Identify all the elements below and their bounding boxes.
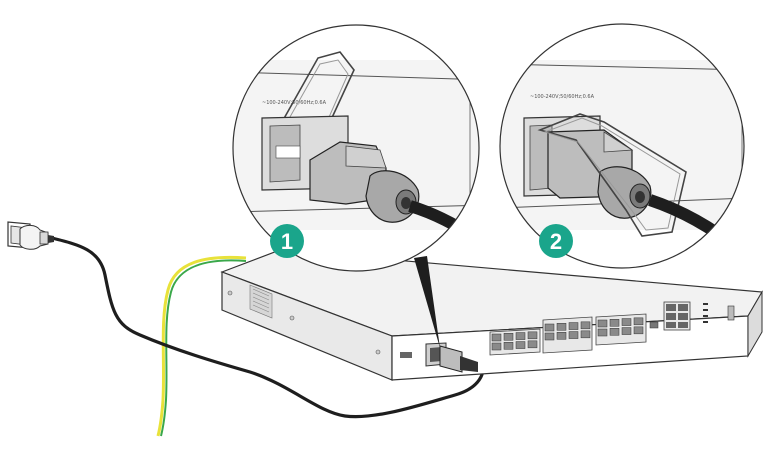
rj45-port [491,342,502,351]
rj45-port [527,331,538,340]
rj45-port [527,340,538,349]
console-port [727,305,735,321]
rating-label-left: ~100-240V;50/60Hz;0.6A [262,100,327,106]
port-block-1 [489,328,541,356]
step-number-2: 2 [550,229,562,254]
screw [227,290,233,296]
rj45-port [503,333,514,341]
port-grid [491,317,644,351]
retainer-clip-icon [281,51,355,125]
callout-circle-right: ~100-240V;50/60Hz;0.6A [499,23,745,269]
rj45-port [515,341,526,349]
rj45-port [503,342,514,350]
rj45-port [568,322,579,330]
network-switch [220,249,763,381]
side-vent [249,284,273,319]
rj45-port [633,317,644,326]
rj45-port [597,319,608,328]
screw [289,315,295,321]
power-cable [50,236,485,419]
status-leds [703,303,708,323]
rj45-port [556,323,567,331]
rj45-port [568,331,579,339]
power-plug-icon [19,224,54,250]
rj45-port [491,333,502,342]
rj45-port [621,318,632,326]
port-block-2 [542,316,593,354]
rj45-port [544,323,555,332]
rj45-port [609,328,620,336]
rj45-port [621,327,632,335]
step-number-1: 1 [281,229,293,254]
rj45-port [597,328,608,337]
rj45-port [580,321,591,330]
rj45-port [580,330,591,339]
retainer-clip-icon [537,113,687,237]
step-badge-1: 1 [270,224,304,258]
callout-circle-left: ~100-240V;50/60Hz;0.6A [232,24,480,272]
inserted-plug-icon [439,345,478,373]
sfp-port [649,321,659,329]
uplink-ports [663,301,691,331]
front-label [400,352,412,358]
ground-wire [156,255,247,437]
callout-pointer [414,256,440,348]
rj45-port [556,332,567,340]
rj45-port [515,332,526,340]
rj45-port [609,319,620,327]
rj45-port [633,326,644,335]
screw [375,349,381,355]
step-badge-2: 2 [539,224,573,258]
rj45-port [544,332,555,341]
rating-label-right: ~100-240V;50/60Hz;0.6A [530,94,595,100]
port-block-3 [595,313,647,346]
